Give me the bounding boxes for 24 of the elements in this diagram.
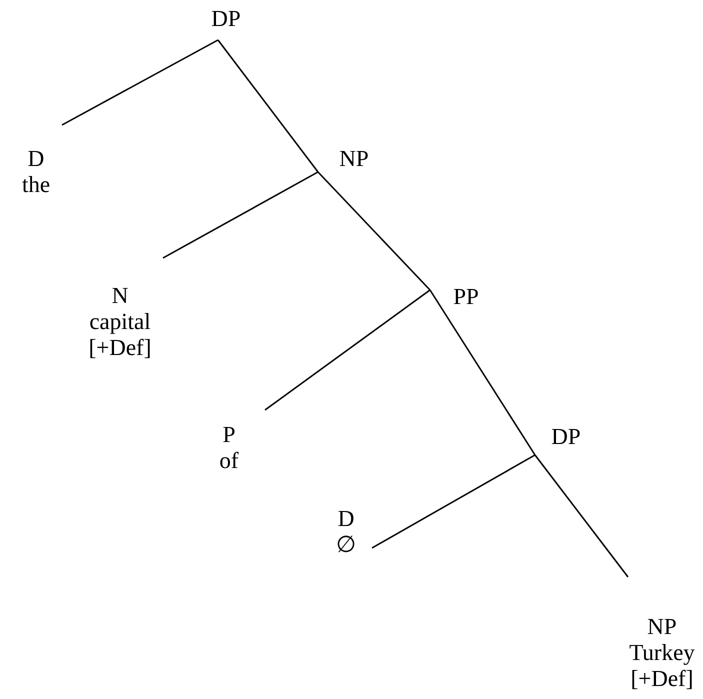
- word-label: Turkey: [629, 640, 695, 666]
- branch-line: [62, 39, 218, 126]
- branch-line: [217, 40, 319, 172]
- branch-line: [372, 454, 536, 549]
- branch-line: [317, 171, 431, 291]
- word-label: capital: [89, 309, 151, 335]
- branch-line: [429, 290, 536, 456]
- category-label: DP: [211, 6, 241, 32]
- branch-line: [534, 454, 629, 578]
- category-label: NP: [339, 146, 369, 172]
- word-label: of: [219, 448, 239, 474]
- branch-line: [162, 171, 318, 259]
- word-label: ∅: [336, 532, 356, 558]
- category-label: PP: [453, 284, 479, 310]
- word-label: [+Def]: [630, 666, 694, 692]
- category-label: D: [28, 146, 44, 172]
- category-label: NP: [647, 614, 677, 640]
- category-label: D: [338, 506, 354, 532]
- word-label: [+Def]: [88, 335, 152, 361]
- word-label: the: [22, 172, 50, 198]
- category-label: P: [222, 422, 236, 448]
- branch-line: [264, 289, 430, 411]
- category-label: DP: [551, 424, 581, 450]
- category-label: N: [112, 283, 128, 309]
